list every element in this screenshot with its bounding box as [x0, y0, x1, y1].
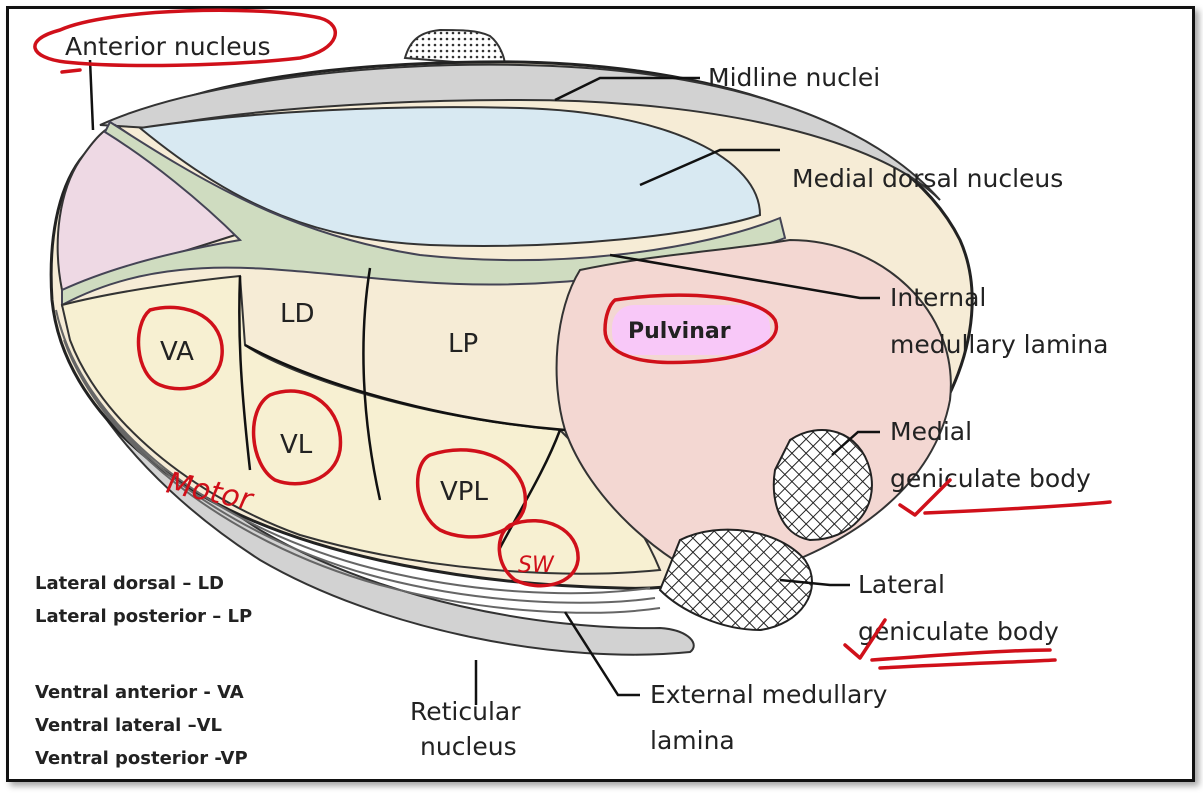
label-anterior-nucleus: Anterior nucleus [65, 32, 271, 61]
legend-item-vp: Ventral posterior -VP [35, 748, 248, 769]
nucleus-lp: LP [448, 329, 478, 359]
label-lateral-geniculate-1: Lateral [858, 570, 945, 599]
label-reticular-1: Reticular [410, 697, 521, 726]
label-medial-dorsal-nucleus: Medial dorsal nucleus [792, 164, 1063, 193]
ink-underline-anterior [62, 70, 80, 72]
label-midline-nuclei: Midline nuclei [708, 63, 880, 92]
label-external-lamina-2: lamina [650, 726, 735, 755]
label-reticular-2: nucleus [420, 732, 517, 761]
label-lateral-geniculate-2: geniculate body [858, 617, 1059, 646]
legend-item-ld: Lateral dorsal – LD [35, 573, 224, 594]
nucleus-ld: LD [280, 299, 315, 329]
legend-item-va: Ventral anterior - VA [35, 682, 244, 703]
legend-item-vl: Ventral lateral –VL [35, 715, 222, 736]
label-medial-geniculate-1: Medial [890, 417, 972, 446]
nucleus-vl: VL [280, 430, 313, 460]
ink-annotation-sw: SW [518, 553, 555, 578]
label-medial-geniculate-2: geniculate body [890, 464, 1091, 493]
nucleus-vpl: VPL [440, 477, 488, 507]
leader-anterior [90, 60, 93, 130]
label-external-lamina-1: External medullary [650, 680, 888, 709]
nucleus-pulvinar: Pulvinar [628, 319, 731, 344]
legend-item-lp: Lateral posterior – LP [35, 606, 252, 627]
label-internal-lamina-2: medullary lamina [890, 330, 1108, 359]
nucleus-va: VA [160, 337, 194, 367]
ink-underline-lateral-geniculate [872, 650, 1055, 668]
label-internal-lamina-1: Internal [890, 283, 986, 312]
